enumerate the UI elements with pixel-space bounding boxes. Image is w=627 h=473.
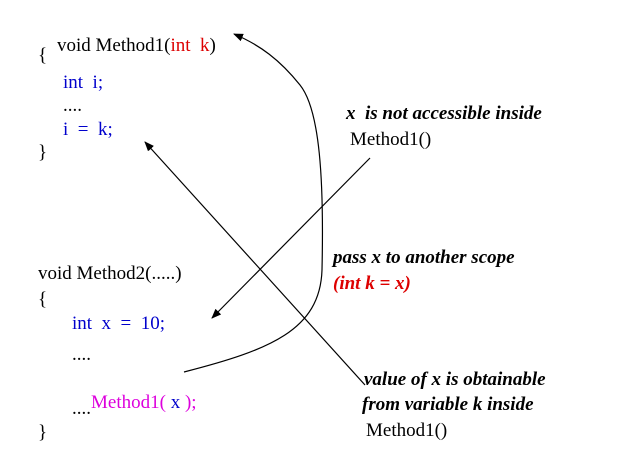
arrow-obtainable xyxy=(144,141,366,386)
note-obtainable-line2: from variable k inside xyxy=(362,394,534,415)
method1-signature-suffix: ) xyxy=(209,35,216,56)
method1-close-brace: } xyxy=(38,142,48,163)
arrow-not-accessible xyxy=(211,157,371,319)
method2-call: Method1( x ); xyxy=(72,374,197,431)
method2-ellipsis-2: .... xyxy=(72,398,91,419)
note-pass-line1: pass x to another scope xyxy=(333,247,515,268)
method1-signature: void Method1(int k) xyxy=(38,17,216,74)
method1-signature-prefix: void Method1( xyxy=(57,35,171,56)
note-obtainable-line1: value of x is obtainable xyxy=(364,369,546,390)
method2-open-brace: { xyxy=(38,289,48,310)
note-pass-line2: (int k = x) xyxy=(333,273,411,294)
method1-call-suffix: ); xyxy=(184,392,197,413)
note-not-accessible-line2: Method1() xyxy=(350,129,432,150)
note-obtainable-line3: Method1() xyxy=(366,420,448,441)
method1-ellipsis: .... xyxy=(63,95,82,116)
method2-close-brace: } xyxy=(38,422,48,443)
arrow-pass-x-to-k xyxy=(183,33,324,373)
method1-parameter: int k xyxy=(170,35,210,56)
method1-call-name: Method1( xyxy=(91,392,166,413)
note-not-accessible-line1: x is not accessible inside xyxy=(346,103,542,124)
method1-declaration: int i; xyxy=(63,72,104,93)
method1-assignment: i = k; xyxy=(63,119,113,140)
method2-ellipsis-1: .... xyxy=(72,344,91,365)
method2-declaration: int x = 10; xyxy=(72,313,166,334)
method1-open-brace: { xyxy=(38,45,48,66)
method1-call-argument: x xyxy=(170,392,181,413)
method2-signature: void Method2(.....) xyxy=(38,263,182,284)
